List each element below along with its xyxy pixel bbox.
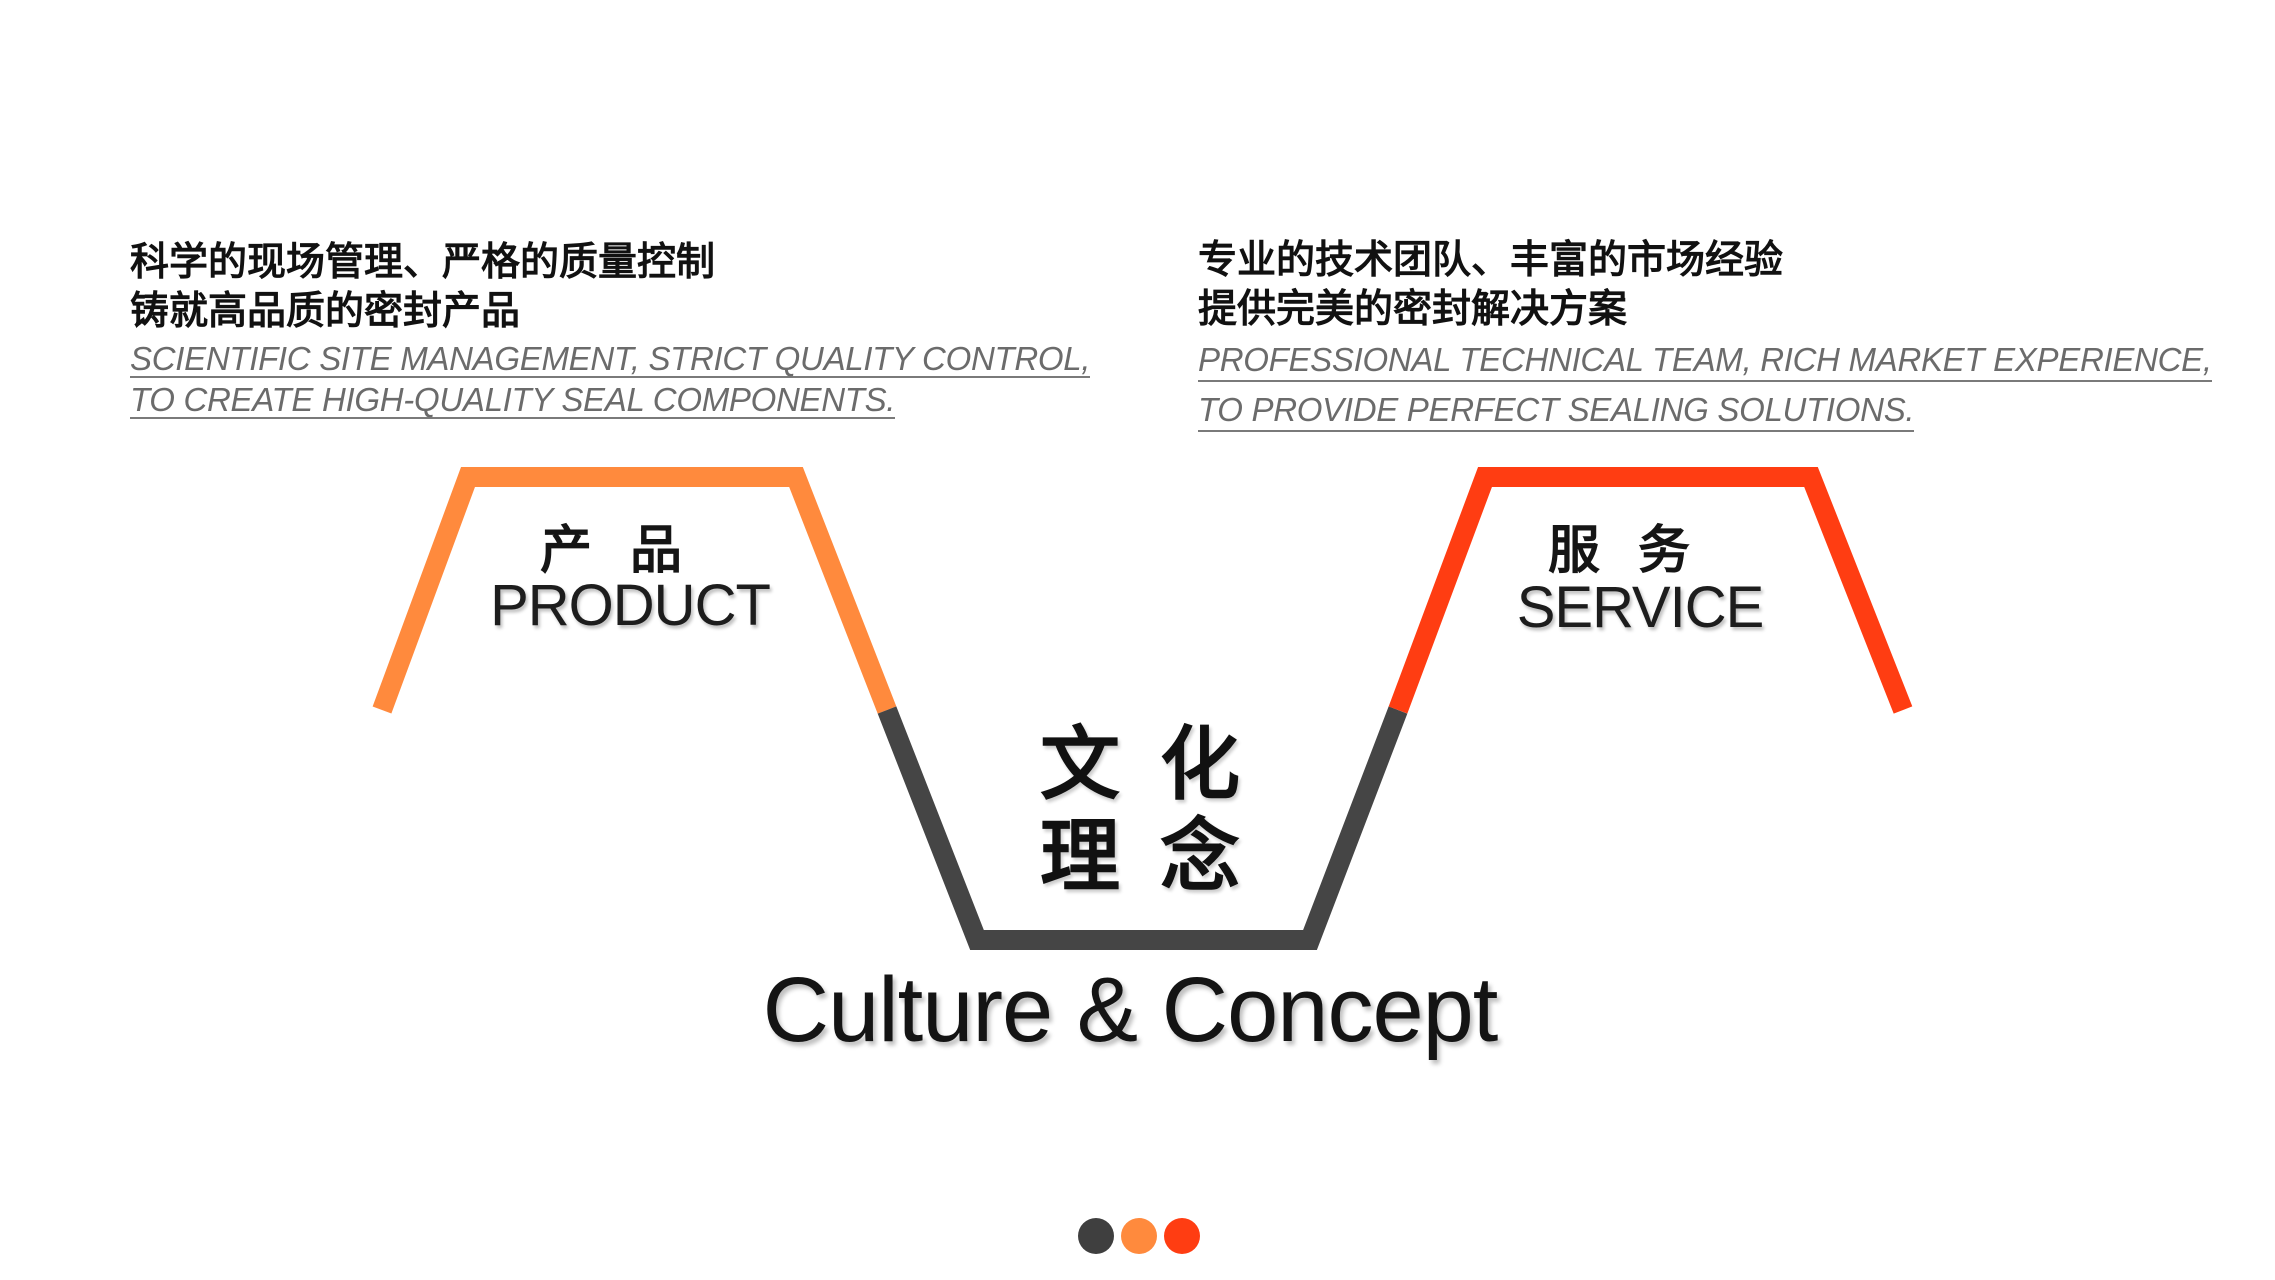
service-cn-line-1: 专业的技术团队、丰富的市场经验 (1198, 238, 1784, 283)
product-cn-line-2: 铸就高品质的密封产品 (130, 289, 521, 334)
concept-title-en: Culture & Concept (762, 959, 1499, 1061)
service-en-line-2: TO PROVIDE PERFECT SEALING SOLUTIONS. (1198, 390, 1915, 432)
pagination-dot-2[interactable] (1121, 1218, 1157, 1254)
product-path (372, 467, 897, 714)
service-description: 专业的技术团队、丰富的市场经验 提供完美的密封解决方案 PROFESSIONAL… (1198, 236, 2238, 440)
product-en-line-2: TO CREATE HIGH-QUALITY SEAL COMPONENTS. (130, 381, 896, 419)
pagination-dot-3[interactable] (1164, 1218, 1200, 1254)
service-label-cn: 服务 (1547, 521, 1728, 581)
service-path (1388, 467, 1913, 714)
concept-path (877, 706, 1408, 950)
product-en-lines: SCIENTIFIC SITE MANAGEMENT, STRICT QUALI… (130, 342, 1130, 424)
service-cn-line-2: 提供完美的密封解决方案 (1198, 287, 1628, 332)
service-label-en: SERVICE (1516, 575, 1765, 640)
product-en-line-1: SCIENTIFIC SITE MANAGEMENT, STRICT QUALI… (130, 340, 1091, 378)
service-en-lines: PROFESSIONAL TECHNICAL TEAM, RICH MARKET… (1198, 340, 2238, 440)
product-description: 科学的现场管理、严格的质量控制 铸就高品质的密封产品 SCIENTIFIC SI… (130, 238, 1130, 424)
concept-cn-line-1: 文化 (1040, 718, 1280, 811)
product-label-cn: 产品 (539, 521, 720, 581)
concept-cn-line-2: 理念 (1040, 810, 1280, 903)
product-label-en: PRODUCT (490, 573, 771, 638)
product-cn-line-1: 科学的现场管理、严格的质量控制 (130, 240, 716, 285)
pagination-dot-1[interactable] (1078, 1218, 1114, 1254)
service-en-line-1: PROFESSIONAL TECHNICAL TEAM, RICH MARKET… (1198, 340, 2212, 382)
